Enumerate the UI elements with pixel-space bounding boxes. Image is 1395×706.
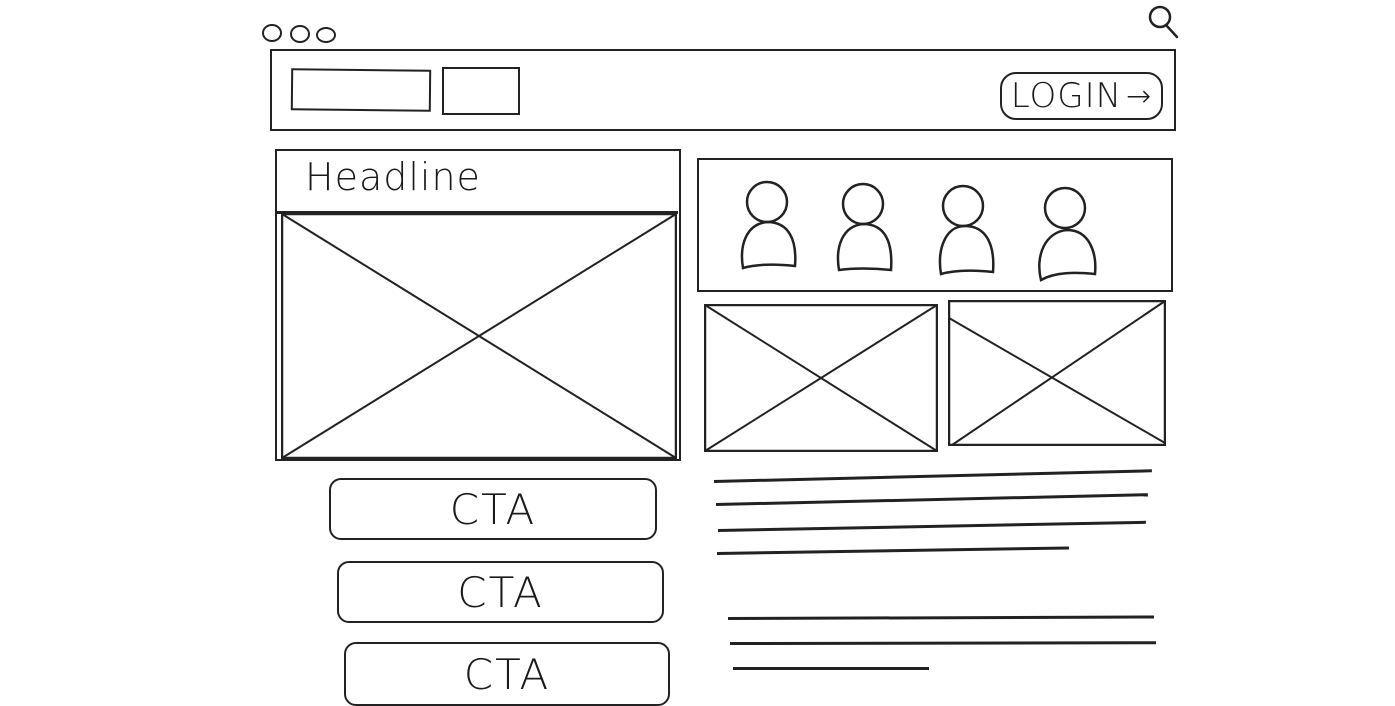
text-line-placeholder: [713, 469, 1152, 483]
hero-card: Headline: [275, 149, 681, 461]
window-dot-2[interactable]: [290, 25, 310, 43]
text-line-placeholder: [717, 520, 1146, 532]
avatar-icon[interactable]: [833, 176, 899, 276]
logo-placeholder[interactable]: [290, 68, 432, 112]
nav-link-placeholder[interactable]: [442, 67, 520, 115]
text-line-placeholder: [715, 493, 1148, 506]
gallery-image-placeholder-2: [948, 300, 1166, 446]
cta-button-1[interactable]: CTA: [329, 478, 657, 540]
search-icon[interactable]: [1146, 4, 1180, 40]
nav-bar: LOGIN →: [270, 49, 1176, 131]
cta-label: CTA: [449, 484, 537, 534]
cta-label: CTA: [457, 567, 544, 617]
text-line-placeholder: [733, 667, 929, 670]
window-dot-1[interactable]: [262, 24, 282, 42]
cta-button-3[interactable]: CTA: [344, 642, 670, 706]
cta-button-2[interactable]: CTA: [337, 561, 664, 623]
login-label: LOGIN: [1010, 76, 1123, 116]
team-section: [697, 158, 1173, 292]
gallery-image-placeholder-1: [704, 304, 938, 452]
headline-divider: [277, 211, 678, 214]
window-dot-3[interactable]: [316, 27, 336, 43]
cta-label: CTA: [463, 649, 551, 699]
hero-image-placeholder: [281, 213, 677, 459]
text-line-placeholder: [716, 546, 1069, 555]
text-line-placeholder: [727, 615, 1155, 620]
avatar-icon[interactable]: [1035, 182, 1101, 282]
login-button[interactable]: LOGIN →: [1000, 72, 1163, 120]
headline: Headline: [305, 155, 481, 199]
avatar-icon[interactable]: [737, 174, 803, 274]
arrow-right-icon: →: [1126, 78, 1153, 114]
text-line-placeholder: [729, 641, 1157, 645]
avatar-icon[interactable]: [935, 180, 1001, 280]
